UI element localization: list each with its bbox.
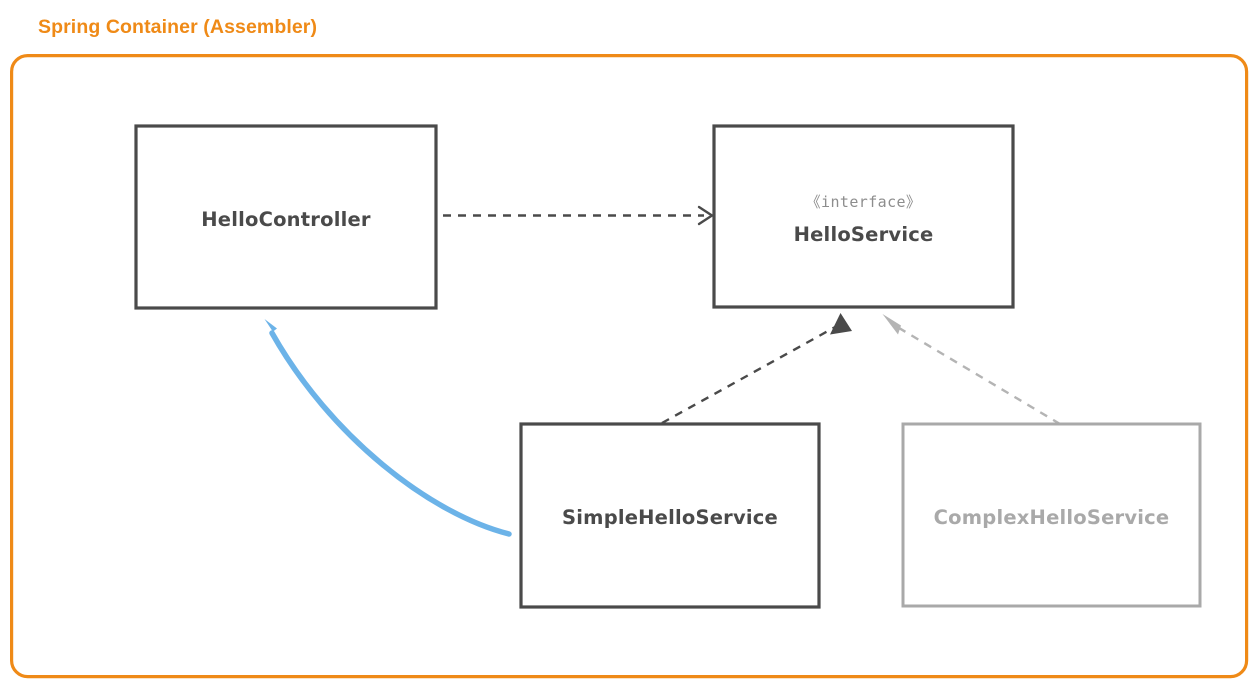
diagram-title: Spring Container (Assembler) (38, 16, 317, 38)
node-complex-hello-service[interactable]: ComplexHelloService (901, 422, 1202, 608)
edge-dependency-controller-to-service (443, 205, 714, 226)
node-simple-hello-service-label: SimpleHelloService (562, 506, 778, 529)
node-hello-service[interactable]: 《interface》 HelloService (712, 124, 1015, 309)
node-simple-hello-service[interactable]: SimpleHelloService (519, 422, 821, 609)
node-hello-controller-label: HelloController (201, 208, 371, 231)
node-simple-hello-service-box[interactable] (519, 422, 821, 609)
node-hello-service-box[interactable] (712, 124, 1015, 309)
edge-realization-simple-to-service (661, 313, 852, 425)
edge-injection-simple-to-controller (264, 319, 512, 537)
edge-realization-complex-to-service (882, 314, 1061, 426)
node-hello-controller[interactable]: HelloController (134, 124, 438, 310)
node-hello-service-label: HelloService (794, 223, 934, 246)
node-complex-hello-service-label: ComplexHelloService (934, 506, 1170, 529)
node-complex-hello-service-box[interactable] (901, 422, 1202, 608)
node-hello-controller-box[interactable] (134, 124, 438, 310)
spring-container-frame (10, 53, 1249, 679)
node-hello-service-stereotype: 《interface》 (806, 193, 922, 211)
